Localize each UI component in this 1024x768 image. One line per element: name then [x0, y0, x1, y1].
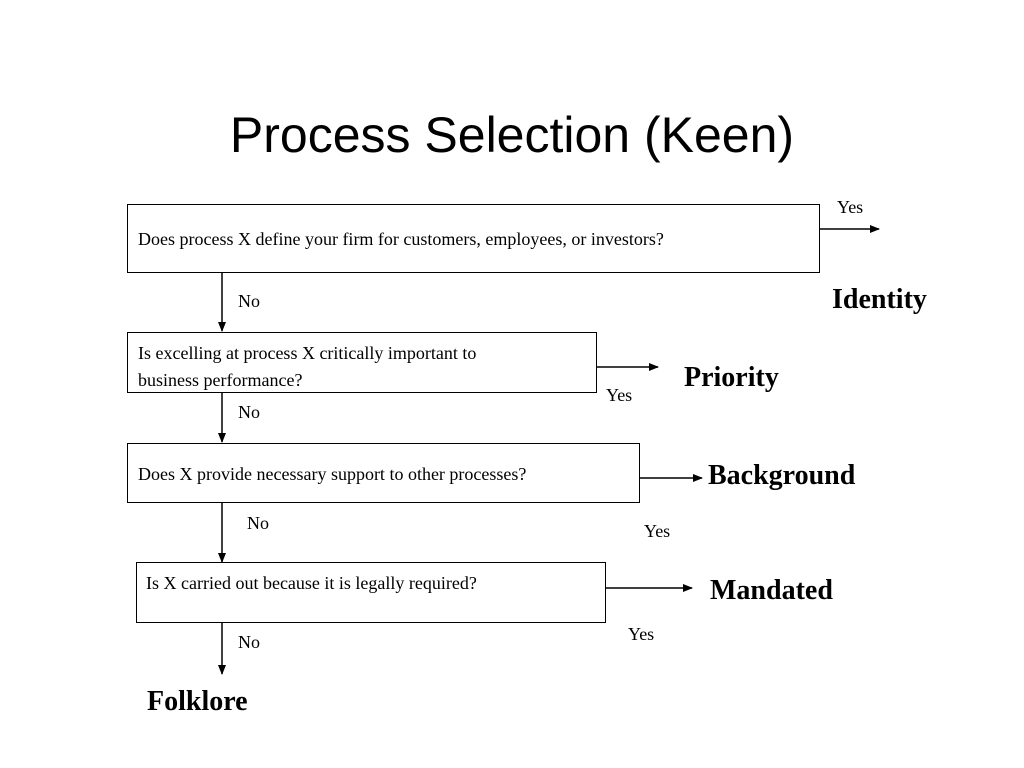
question-box-priority: Is excelling at process X critically imp…	[127, 332, 597, 393]
outcome-folklore: Folklore	[147, 686, 248, 717]
outcome-background: Background	[708, 460, 856, 491]
slide-title: Process Selection (Keen)	[229, 107, 795, 163]
outcome-mandated: Mandated	[710, 575, 833, 606]
outcome-identity: Identity	[832, 284, 927, 315]
question-text-background: Does X provide necessary support to othe…	[138, 464, 527, 484]
yes-label-identity: Yes	[837, 197, 864, 217]
question-box-mandated: Is X carried out because it is legally r…	[136, 562, 606, 623]
yes-label-priority: Yes	[606, 385, 633, 405]
question-text-identity: Does process X define your firm for cust…	[138, 229, 664, 249]
yes-label-background: Yes	[644, 521, 671, 541]
outcome-priority: Priority	[684, 362, 779, 393]
question-text-mandated: Is X carried out because it is legally r…	[146, 573, 477, 593]
question-box-identity: Does process X define your firm for cust…	[127, 204, 820, 273]
no-label-1: No	[238, 291, 260, 311]
no-label-2: No	[238, 402, 260, 422]
question-text-priority-line2: business performance?	[138, 370, 303, 390]
no-label-3: No	[247, 513, 269, 533]
question-text-priority-line1: Is excelling at process X critically imp…	[138, 343, 477, 363]
question-box-background: Does X provide necessary support to othe…	[127, 443, 640, 503]
no-label-4: No	[238, 632, 260, 652]
yes-label-mandated: Yes	[628, 624, 655, 644]
